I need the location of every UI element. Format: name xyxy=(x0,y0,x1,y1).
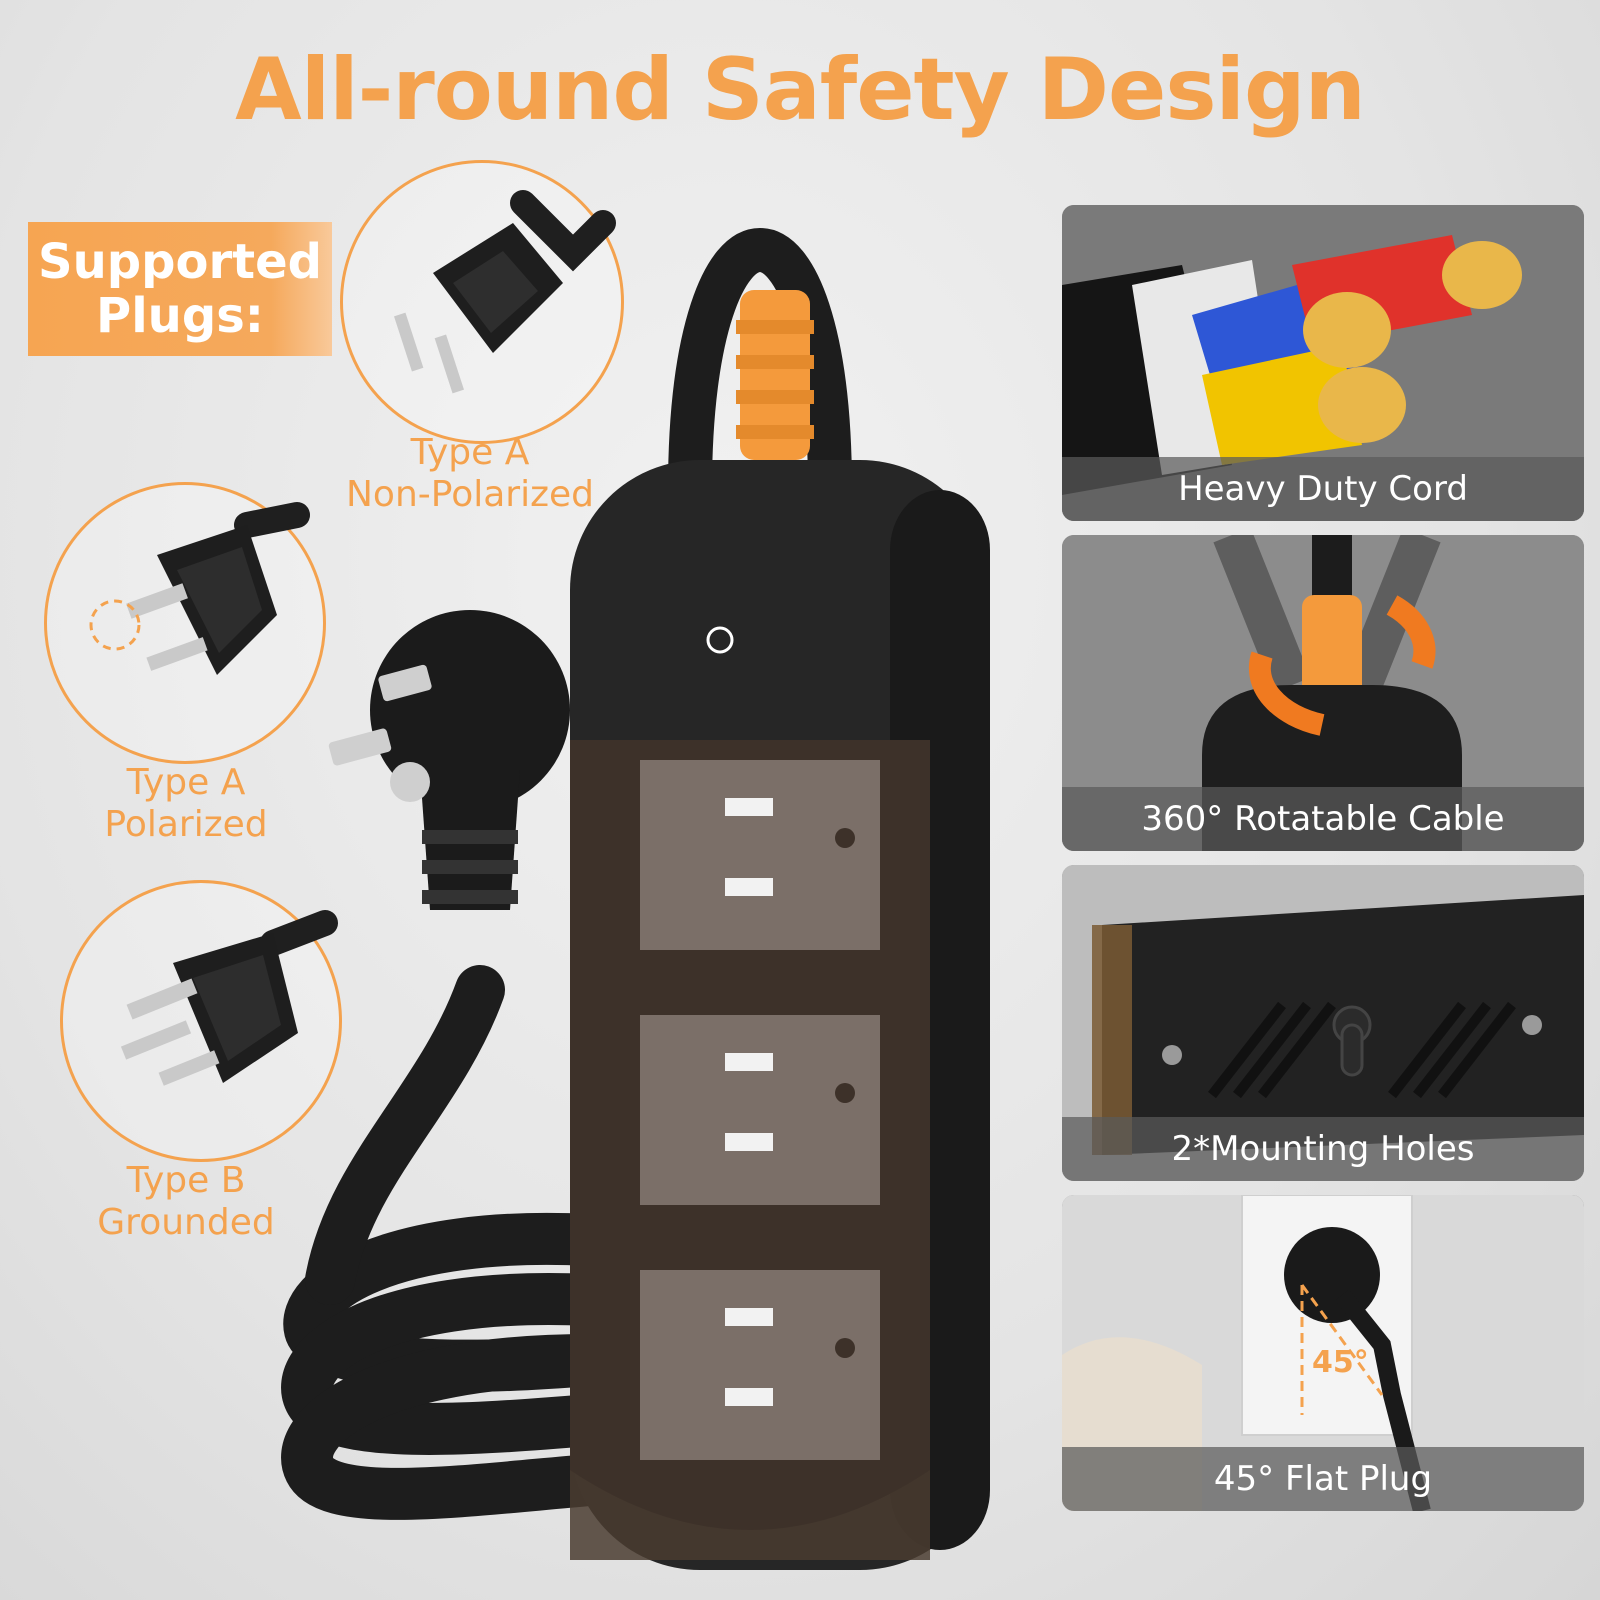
plug-type-a-polarized-circle xyxy=(44,482,326,764)
plug-type-b-grounded-circle xyxy=(60,880,342,1162)
feature-card-rotatable-cable: 360° Rotatable Cable xyxy=(1062,535,1584,851)
plug-type-a-nonpolarized-label: Type A Non-Polarized xyxy=(346,432,594,515)
angle-label: 45° xyxy=(1312,1345,1369,1380)
strain-relief xyxy=(736,290,814,460)
feature-caption: 360° Rotatable Cable xyxy=(1062,787,1584,851)
grounded-plug-icon xyxy=(120,910,338,1086)
right-angle-plug xyxy=(328,610,570,910)
plug-type-b-grounded-label: Type B Grounded xyxy=(97,1160,275,1243)
outlet-2 xyxy=(640,1015,880,1205)
feature-caption: Heavy Duty Cord xyxy=(1062,457,1584,521)
feature-card-mounting-holes: 2*Mounting Holes xyxy=(1062,865,1584,1181)
loop-cord xyxy=(668,228,852,491)
indicator-light xyxy=(706,626,734,654)
supported-plugs-heading: Supported Plugs: xyxy=(28,222,332,356)
two-prong-plug-icon xyxy=(394,190,616,394)
feature-caption: 45° Flat Plug xyxy=(1062,1447,1584,1511)
coiled-cord xyxy=(281,1212,616,1520)
feature-card-heavy-duty-cord: Heavy Duty Cord xyxy=(1062,205,1584,521)
plug-type-a-nonpolarized-circle xyxy=(340,160,624,444)
power-strip-illustration xyxy=(281,228,990,1570)
page-title: All-round Safety Design xyxy=(235,40,1366,140)
plug-type-a-polarized-label: Type A Polarized xyxy=(104,762,268,845)
cord-to-plug xyxy=(305,965,505,1305)
polarized-plug-icon xyxy=(89,502,310,675)
feature-caption: 2*Mounting Holes xyxy=(1062,1117,1584,1181)
feature-card-flat-plug: 45° 45° Flat Plug xyxy=(1062,1195,1584,1511)
outlet-1 xyxy=(640,760,880,950)
outlet-3 xyxy=(640,1270,880,1460)
